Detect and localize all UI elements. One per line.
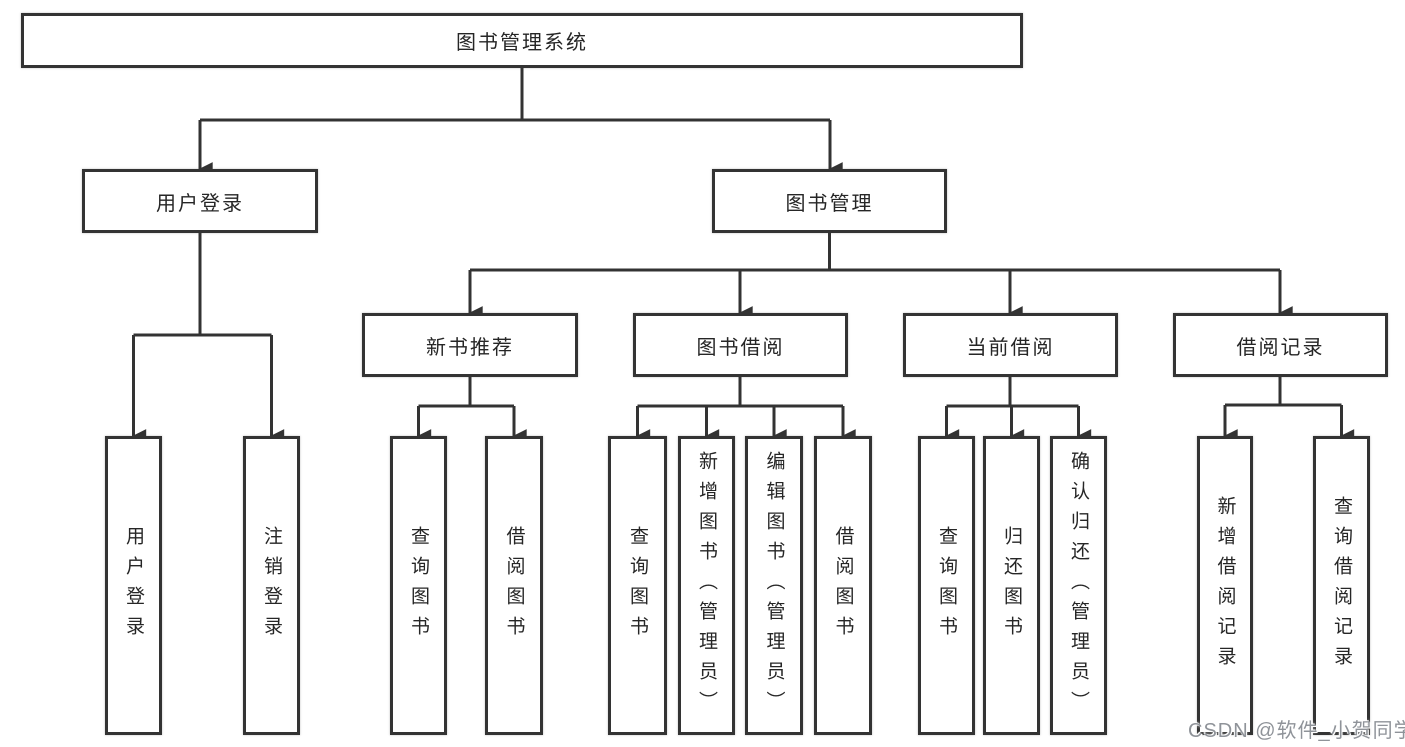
leaf-confirm-return-admin: 确认归还（管理员） [1050,436,1107,735]
leaf-query-books-current: 查询图书 [918,436,975,735]
leaf-query-books-recommend: 查询图书 [390,436,447,735]
leaf-edit-books-admin: 编辑图书（管理员） [745,436,803,735]
leaf-add-borrow-record: 新增借阅记录 [1197,436,1253,735]
node-user-login: 用户登录 [82,169,318,233]
leaf-user-login: 用户登录 [105,436,162,735]
leaf-add-books-admin: 新增图书（管理员） [678,436,735,735]
leaf-borrow-books-recommend: 借阅图书 [485,436,543,735]
node-new-book-recommendation: 新书推荐 [362,313,578,377]
leaf-query-books-borrowing: 查询图书 [608,436,667,735]
node-book-management: 图书管理 [712,169,947,233]
leaf-return-books: 归还图书 [983,436,1040,735]
leaf-query-borrow-record: 查询借阅记录 [1313,436,1370,735]
node-book-borrowing: 图书借阅 [633,313,848,377]
node-current-borrowing: 当前借阅 [903,313,1118,377]
leaf-borrow-books-borrowing: 借阅图书 [814,436,872,735]
node-borrowing-records: 借阅记录 [1173,313,1388,377]
leaf-logout: 注销登录 [243,436,300,735]
node-root-system: 图书管理系统 [21,13,1023,68]
csdn-watermark: CSDN @软件_小贺同学 [1188,720,1405,742]
